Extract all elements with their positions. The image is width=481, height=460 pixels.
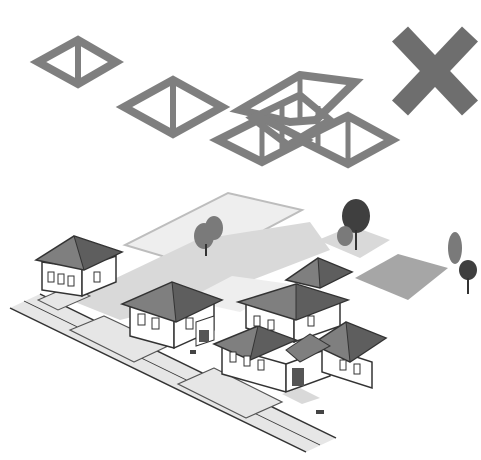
house-2	[119, 281, 224, 350]
house-3	[212, 257, 388, 404]
house-1	[34, 235, 125, 298]
tree-back-lot	[194, 216, 223, 256]
roof-plan-complex	[209, 70, 401, 169]
roof-plan-medium-hip	[115, 75, 231, 139]
roof-plan-outlines	[29, 35, 401, 169]
roof-plan-small-hip	[29, 35, 124, 89]
street	[9, 285, 337, 453]
mailbox-signs	[190, 350, 324, 414]
x-mark-icon	[392, 26, 478, 116]
tree-dark-center	[337, 199, 370, 250]
trees	[194, 199, 477, 294]
tree-right	[448, 232, 477, 294]
